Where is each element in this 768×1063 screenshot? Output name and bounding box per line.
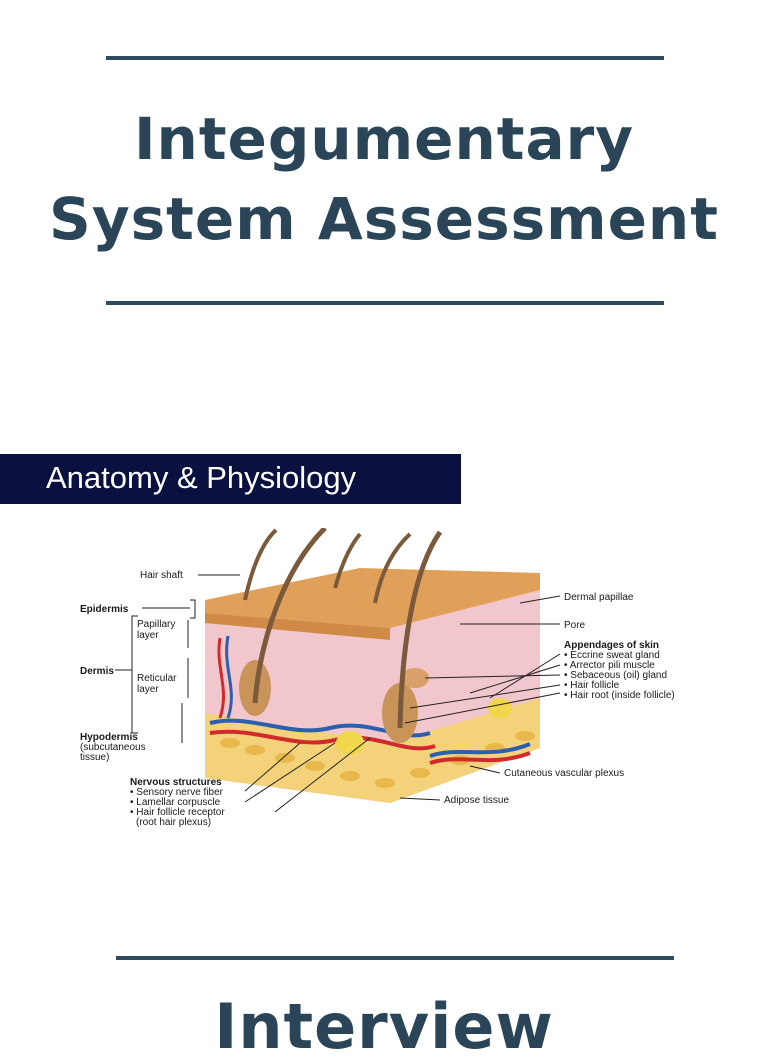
- label-nervous-item-3: • Hair follicle receptor: [130, 807, 225, 818]
- title-divider: [106, 301, 664, 305]
- page-title-line-1: Integumentary: [133, 105, 635, 173]
- label-nervous-item-4: (root hair plexus): [136, 817, 211, 828]
- label-appendage-3: • Sebaceous (oil) gland: [564, 670, 667, 681]
- epidermis-edge: [205, 613, 390, 640]
- capillary-vein: [225, 635, 233, 719]
- label-hypodermis-2: (subcutaneous: [80, 742, 146, 753]
- label-hypodermis-1: Hypodermis: [80, 732, 138, 743]
- hair-shaft-4: [373, 532, 412, 604]
- label-appendage-5: • Hair root (inside follicle): [564, 690, 675, 701]
- bottom-divider: [116, 956, 674, 960]
- hair-shaft-1: [252, 528, 327, 704]
- top-divider: [106, 56, 664, 60]
- artery: [209, 729, 436, 751]
- section-banner: Anatomy & Physiology: [0, 454, 461, 504]
- label-epidermis: Epidermis: [80, 604, 129, 615]
- capillary: [217, 637, 225, 719]
- hypodermis-layer: [205, 698, 540, 803]
- label-appendages-heading: Appendages of skin: [564, 640, 659, 651]
- sebaceous-gland: [401, 668, 429, 688]
- label-nervous-heading: Nervous structures: [130, 777, 222, 788]
- hair-shaft-3: [333, 532, 362, 589]
- sweat-gland-shape: [488, 698, 512, 718]
- label-hypodermis-3: tissue): [80, 752, 109, 763]
- label-dermal-papillae: Dermal papillae: [564, 592, 634, 603]
- label-papillary-2: layer: [137, 630, 159, 641]
- label-dermis: Dermis: [80, 666, 114, 677]
- page-title-line-2: System Assessment: [49, 185, 719, 253]
- label-vascular-plexus: Cutaneous vascular plexus: [504, 768, 624, 779]
- hair-shaft-2: [243, 528, 278, 601]
- next-section-heading: Interview: [214, 990, 554, 1063]
- skin-anatomy-diagram: Hair shaft Epidermis Papillary layer Der…: [80, 528, 675, 828]
- hair-shaft-5: [397, 530, 443, 729]
- lamellar-corpuscle-shape: [336, 731, 364, 755]
- label-pore: Pore: [564, 620, 586, 631]
- label-appendage-4: • Hair follicle: [564, 680, 620, 691]
- label-papillary-1: Papillary: [137, 619, 175, 630]
- label-reticular-2: layer: [137, 684, 159, 695]
- vein-lower: [429, 742, 531, 758]
- label-adipose-tissue: Adipose tissue: [444, 795, 509, 806]
- label-appendage-2: • Arrector pili muscle: [564, 660, 655, 671]
- label-reticular-1: Reticular: [137, 673, 177, 684]
- leader-lines: [115, 574, 561, 813]
- label-nervous-item-2: • Lamellar corpuscle: [130, 797, 221, 808]
- label-appendage-1: • Eccrine sweat gland: [564, 650, 660, 661]
- section-banner-label: Anatomy & Physiology: [46, 460, 357, 495]
- label-hair-shaft: Hair shaft: [140, 570, 183, 581]
- label-nervous-item-1: • Sensory nerve fiber: [130, 787, 224, 798]
- artery-lower: [429, 751, 531, 765]
